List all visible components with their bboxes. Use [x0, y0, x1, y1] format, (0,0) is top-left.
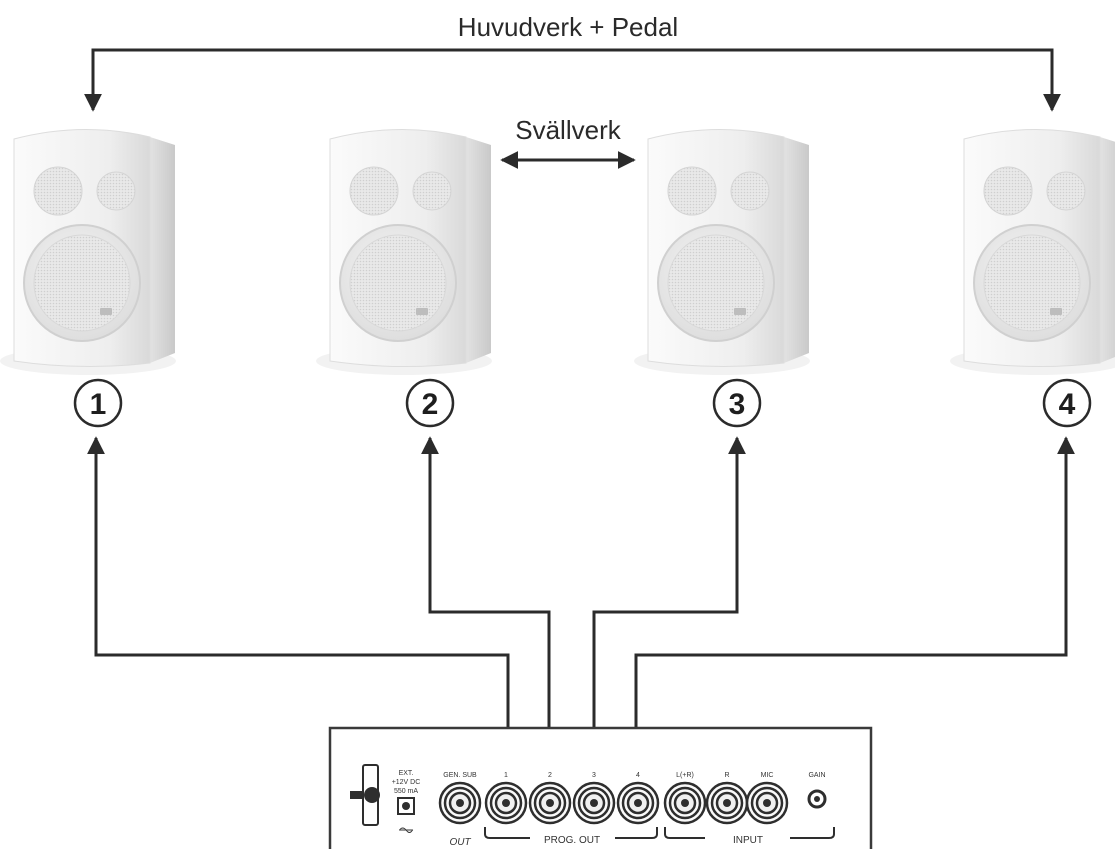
group-label-prog-out: PROG. OUT [544, 835, 600, 846]
speaker-number-4: 4 [1042, 378, 1092, 428]
speaker-number-2: 2 [405, 378, 455, 428]
group-label-input: INPUT [733, 835, 763, 846]
dc-jack [397, 797, 415, 815]
speaker-number-1: 1 [73, 378, 123, 428]
jack-prog-out-2 [528, 781, 572, 825]
svg-text:3: 3 [729, 388, 746, 421]
wire-output-3 [592, 436, 746, 770]
speaker-number-3: 3 [712, 378, 762, 428]
jack-prog-out-3 [572, 781, 616, 825]
jack-prog-out-4 [616, 781, 660, 825]
jack-label-out-4: 4 [636, 772, 640, 779]
wire-output-2 [421, 436, 551, 770]
jack-label-out-2: 2 [548, 772, 552, 779]
jack-mic [745, 781, 789, 825]
speaker-1 [0, 128, 177, 376]
voltage-label: +12V DC [392, 779, 421, 786]
group-brackets [484, 827, 835, 839]
speaker-2 [315, 128, 493, 376]
output-wires [87, 436, 1075, 770]
svg-text:4: 4 [1059, 388, 1076, 421]
jack-label-out-1: 1 [504, 772, 508, 779]
wire-output-1 [87, 436, 510, 770]
jack-label-gain: GAIN [808, 772, 825, 779]
svg-text:1: 1 [90, 388, 107, 421]
jack-label-input-l: L(+R) [676, 772, 694, 779]
jack-label-gen-sub: GEN. SUB [443, 772, 477, 779]
svg-text:2: 2 [422, 388, 439, 421]
swell-label: Svällverk [515, 115, 621, 145]
gain-knob [807, 789, 827, 809]
jack-prog-out-1 [484, 781, 528, 825]
current-label: 550 mA [394, 788, 418, 795]
wire-output-4 [634, 436, 1075, 770]
speaker-3 [633, 128, 811, 376]
main-pedal-connector [84, 48, 1061, 112]
group-label-out: OUT [449, 837, 471, 848]
amplifier-rear-panel: EXT. +12V DC 550 mA ⏦ GEN. SUB 1 2 3 4 L… [328, 726, 873, 849]
jack-input-r [705, 781, 749, 825]
power-connector [350, 764, 380, 826]
speaker-4 [949, 128, 1115, 376]
jack-input-l [663, 781, 707, 825]
jack-label-input-r: R [724, 772, 729, 779]
ext-label: EXT. [399, 770, 414, 777]
jack-label-out-3: 3 [592, 772, 596, 779]
jack-label-mic: MIC [761, 772, 774, 779]
main-pedal-label: Huvudverk + Pedal [458, 12, 678, 42]
dc-polarity-icon: ⏦ [398, 819, 414, 841]
jack-gen-sub [438, 781, 482, 825]
